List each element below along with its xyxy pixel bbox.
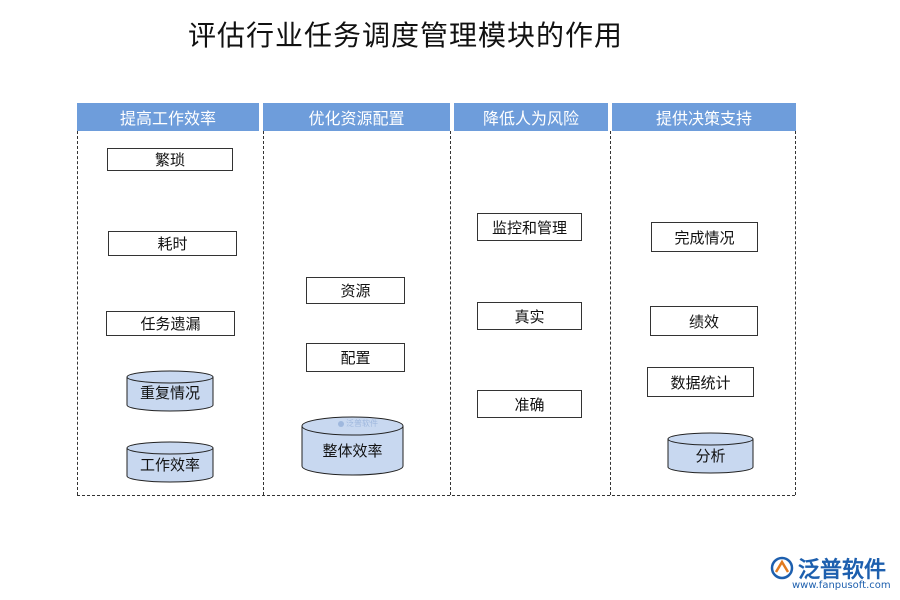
cylinder-label: 分析 — [695, 447, 726, 465]
item-box: 准确 — [477, 390, 582, 418]
column-divider — [450, 131, 451, 495]
column-divider — [795, 131, 796, 495]
brand-logo: 泛普软件 — [770, 552, 886, 584]
brand-name: 泛普软件 — [798, 558, 887, 583]
item-box: 配置 — [306, 343, 405, 372]
column-header-2: 优化资源配置 — [263, 103, 450, 131]
brand-url: www.fanpusoft.com — [792, 580, 891, 591]
cylinder-label: 重复情况 — [139, 384, 200, 402]
column-header-3: 降低人为风险 — [454, 103, 608, 131]
column-divider — [77, 131, 78, 495]
column-divider — [610, 131, 611, 495]
watermark-text: 泛普软件 — [346, 419, 378, 428]
cylinder-node: 重复情况 — [126, 370, 214, 412]
column-header-4: 提供决策支持 — [612, 103, 796, 131]
column-header-1: 提高工作效率 — [77, 103, 259, 131]
item-box: 完成情况 — [651, 222, 758, 252]
cylinder-node: 工作效率 — [126, 441, 214, 483]
cylinder-label: 工作效率 — [139, 456, 200, 474]
item-box: 资源 — [306, 277, 405, 304]
column-divider — [263, 131, 264, 495]
diagram-title: 评估行业任务调度管理模块的作用 — [188, 19, 624, 52]
diagram-bottom-border — [77, 495, 795, 496]
item-box: 耗时 — [108, 231, 237, 256]
cylinder-node: 泛普软件 整体效率 — [301, 416, 404, 476]
cylinder-node: 分析 — [667, 432, 754, 474]
watermark-logo-icon — [338, 421, 344, 427]
item-box: 监控和管理 — [477, 213, 582, 241]
item-box: 数据统计 — [647, 367, 754, 397]
fanpu-logo-icon — [770, 556, 794, 580]
item-box: 绩效 — [650, 306, 758, 336]
item-box: 任务遗漏 — [106, 311, 235, 336]
item-box: 真实 — [477, 302, 582, 330]
item-box: 繁琐 — [107, 148, 233, 171]
cylinder-label: 整体效率 — [322, 442, 383, 460]
